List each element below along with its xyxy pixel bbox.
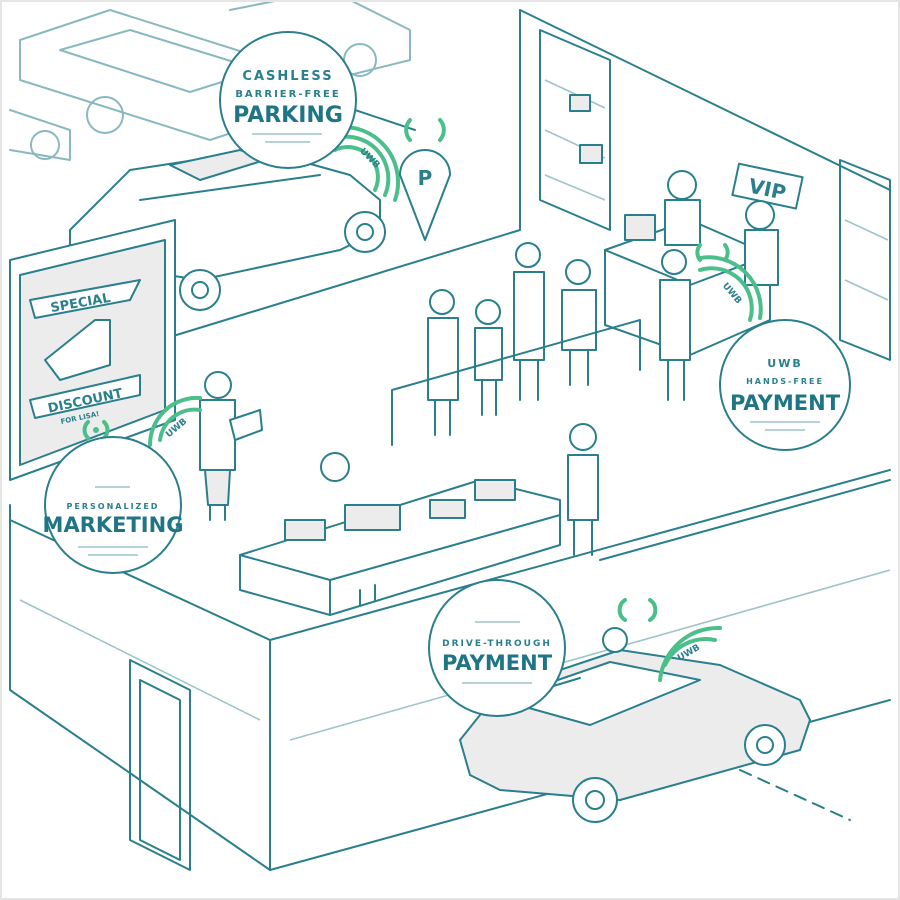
payment-badge: UWB HANDS-FREE PAYMENT (719, 319, 851, 451)
discount-billboard: SPECIAL DISCOUNT FOR LISA! (9, 219, 176, 481)
shoe-icon (44, 319, 111, 381)
payment-badge-line1: UWB (767, 357, 802, 370)
parking-badge-line1: CASHLESS (242, 69, 333, 84)
parking-pin: P (339, 104, 451, 241)
payment-badge-title: PAYMENT (730, 391, 841, 415)
parking-badge: CASHLESS BARRIER-FREE PARKING (219, 31, 357, 169)
drive-through-badge: DRIVE-THROUGH PAYMENT (428, 579, 566, 717)
parking-pin-letter: P (418, 166, 433, 190)
payment-badge-line2: HANDS-FREE (746, 377, 824, 386)
vip-clerk-figure: VIP (731, 162, 804, 286)
store-building (9, 9, 891, 871)
marketing-badge: PERSONALIZED MARKETING (43, 436, 184, 574)
shopper-figure (199, 371, 263, 521)
parking-badge-line2: BARRIER-FREE (235, 89, 340, 100)
marketing-badge-title: MARKETING (43, 513, 184, 537)
cashier-figure (664, 170, 701, 246)
drive-badge-title: PAYMENT (442, 651, 553, 675)
queue-customers (391, 242, 691, 446)
parking-badge-title: PARKING (233, 103, 343, 128)
product-table (239, 423, 599, 616)
drive-badge-line1: DRIVE-THROUGH (442, 639, 552, 649)
store-shelves (539, 29, 891, 361)
marketing-badge-line1: PERSONALIZED (67, 502, 160, 511)
